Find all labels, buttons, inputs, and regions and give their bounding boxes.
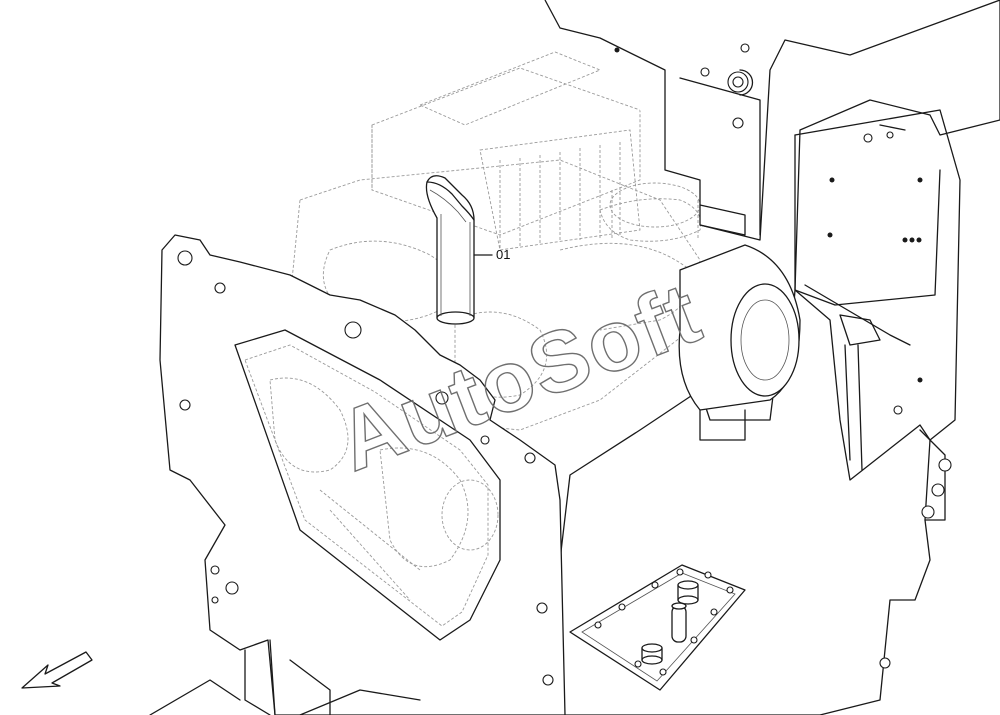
callout-label-01: 01 [496, 247, 510, 262]
base-plate-lower-left [149, 679, 421, 715]
chassis-frame-right [544, 0, 1000, 715]
arrow-icon [21, 651, 93, 689]
air-cleaner [678, 244, 801, 441]
floor-cover-plate [569, 564, 746, 691]
callout-01: 01 [473, 247, 510, 262]
exhaust-pipe-part-01 [425, 175, 475, 325]
front-side-panel [159, 234, 566, 715]
